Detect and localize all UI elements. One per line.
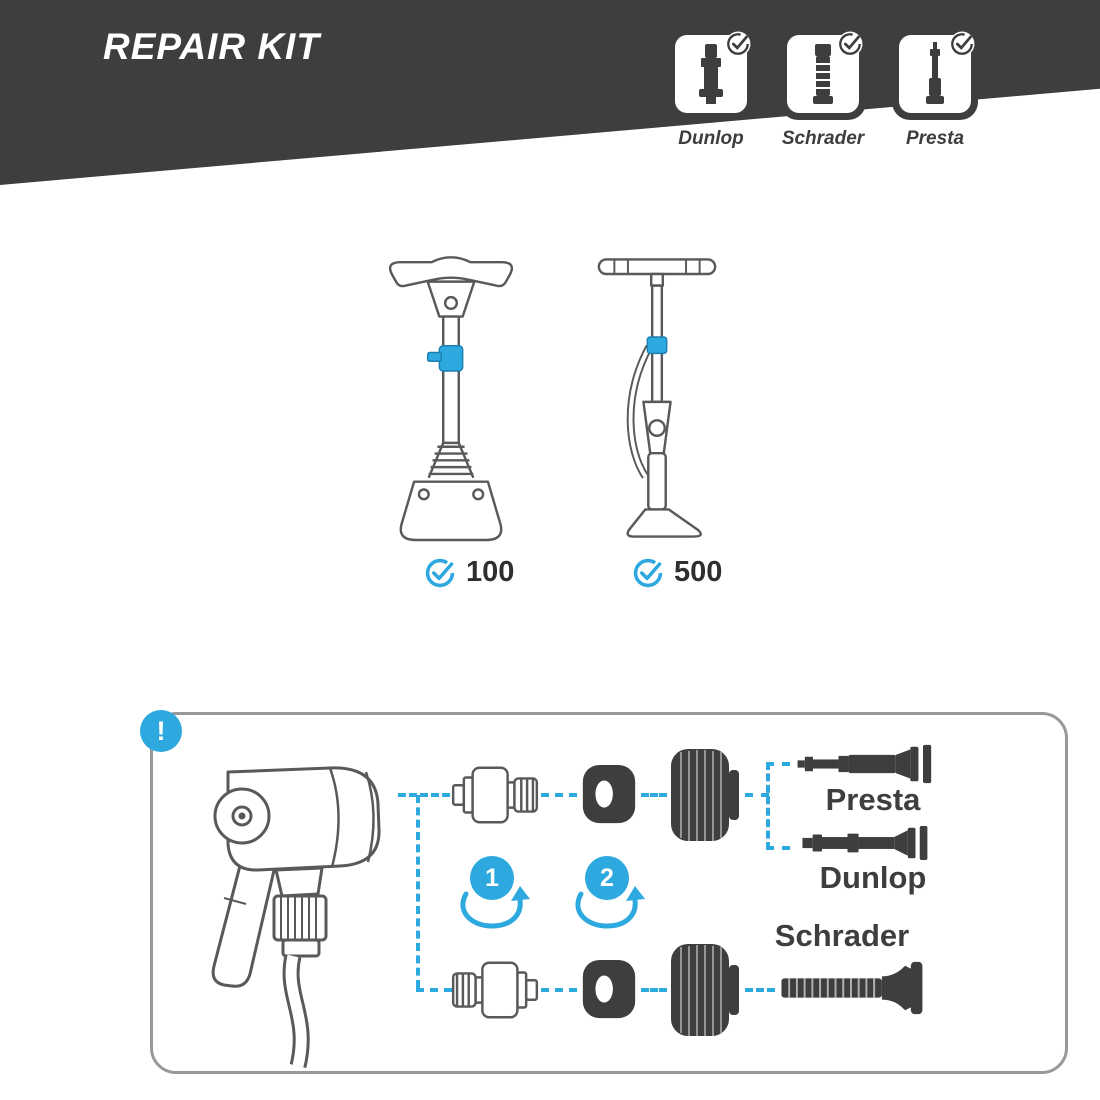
dashed-connector <box>398 793 450 797</box>
knurled-cap-top <box>671 749 739 842</box>
step-1-badge: 1 <box>470 856 514 900</box>
valve-tile-schrader-label: Schrader <box>781 128 865 149</box>
pump-100-count: 100 <box>424 556 514 589</box>
pump-500-count-value: 500 <box>674 556 723 588</box>
schrader-label: Schrader <box>774 918 910 953</box>
pump-100-count-value: 100 <box>466 556 515 588</box>
dashed-connector <box>641 988 667 992</box>
presta-valve-icon <box>797 744 932 784</box>
schrader-valve-icon <box>813 44 833 104</box>
pump-500-count: 500 <box>632 556 722 589</box>
dashed-connector <box>541 988 577 992</box>
alert-icon: ! <box>140 710 182 752</box>
floor-pump-500-illustration <box>597 258 717 538</box>
page-title: REPAIR KIT <box>103 26 320 67</box>
schrader-valve-icon <box>781 961 923 1015</box>
floor-pump-100-illustration <box>388 256 514 542</box>
dashed-connector <box>766 846 790 850</box>
check-circle-icon <box>949 31 975 57</box>
check-circle-icon <box>837 31 863 57</box>
valve-tile-dunlop-label: Dunlop <box>678 128 744 149</box>
pump-head-illustration <box>211 766 381 1068</box>
valve-tile-dunlop <box>668 28 754 120</box>
rubber-seal-bottom <box>582 959 636 1019</box>
valve-tile-presta <box>892 28 978 120</box>
dashed-connector <box>766 762 790 766</box>
valve-tile-schrader <box>780 28 866 120</box>
dashed-connector <box>541 793 577 797</box>
dashed-connector <box>745 793 769 797</box>
rotate-arrow-icon <box>460 886 530 929</box>
check-circle-icon <box>725 31 751 57</box>
adapter-insert-bottom <box>451 961 539 1019</box>
rotate-arrow-icon <box>575 886 645 929</box>
dunlop-valve-icon <box>802 826 928 860</box>
dashed-connector <box>641 793 667 797</box>
valve-tile-presta-label: Presta <box>905 128 965 149</box>
dashed-connector <box>416 988 452 992</box>
check-circle-icon <box>425 558 455 587</box>
check-circle-icon <box>633 558 663 587</box>
presta-valve-icon <box>926 42 944 104</box>
dashed-connector <box>416 795 420 988</box>
dunlop-label: Dunlop <box>819 860 927 895</box>
rubber-seal-top <box>582 764 636 824</box>
knurled-cap-bottom <box>671 944 739 1037</box>
adapter-insert-top <box>451 766 539 824</box>
dunlop-valve-icon <box>699 44 723 104</box>
step-2-badge: 2 <box>585 856 629 900</box>
dashed-connector <box>766 762 770 850</box>
dashed-connector <box>745 988 775 992</box>
presta-label: Presta <box>825 782 921 817</box>
